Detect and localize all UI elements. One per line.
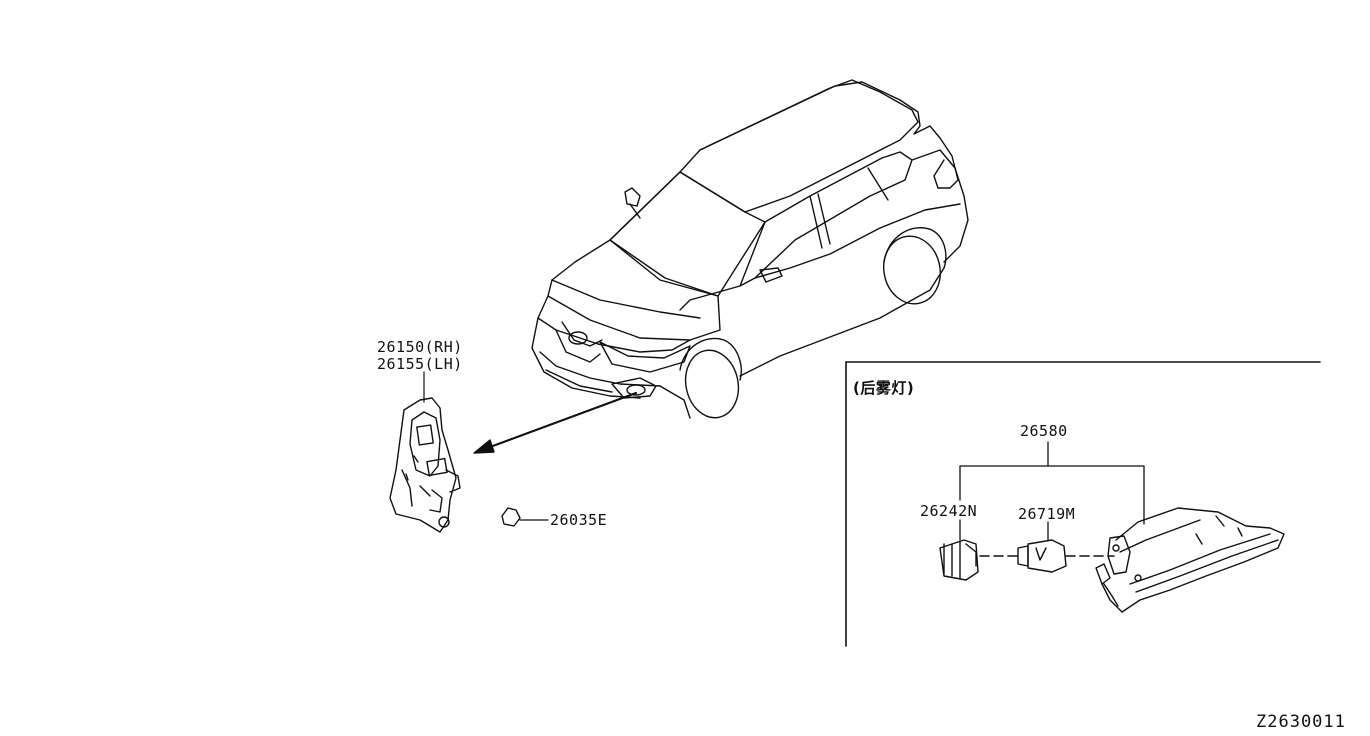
- assembly-bracket: [960, 442, 1144, 540]
- vehicle-front-wheel-arch: [680, 338, 741, 380]
- vehicle-fog-lamp: [612, 378, 656, 398]
- vehicle-side-windows: [740, 152, 912, 286]
- drawing-code: Z2630011: [1256, 712, 1346, 732]
- part-label-26719m: 26719M: [1018, 505, 1076, 523]
- vehicle-front-wheel: [679, 345, 744, 422]
- vehicle-headlamp: [600, 342, 690, 372]
- inset-title: (后雾灯): [853, 379, 915, 397]
- vehicle-front-fascia: [532, 296, 640, 398]
- vehicle-rear-wheel-arch: [884, 228, 946, 268]
- vehicle-grille: [556, 330, 600, 362]
- part-label-26035e: 26035E: [550, 511, 608, 529]
- vehicle-windshield: [610, 172, 765, 296]
- part-label-26242n: 26242N: [920, 502, 978, 520]
- part-label-26155-lh: 26155(LH): [377, 355, 463, 373]
- rear-fog-lamp-housing: [1096, 508, 1284, 612]
- part-label-26580: 26580: [1020, 422, 1068, 440]
- vehicle-suv-illustration: [532, 80, 968, 423]
- leader-arrow: [474, 393, 636, 453]
- vehicle-hood: [548, 240, 720, 340]
- part-label-26150-rh: 26150(RH): [377, 338, 463, 356]
- rear-fog-socket: [940, 540, 978, 580]
- vehicle-rear-wheel: [878, 231, 947, 309]
- rear-fog-bulb: [1018, 540, 1066, 572]
- front-fog-lamp-part: [390, 372, 460, 532]
- inset-frame: [846, 362, 1320, 646]
- screw-part: [502, 508, 548, 526]
- vehicle-mirror: [625, 188, 640, 206]
